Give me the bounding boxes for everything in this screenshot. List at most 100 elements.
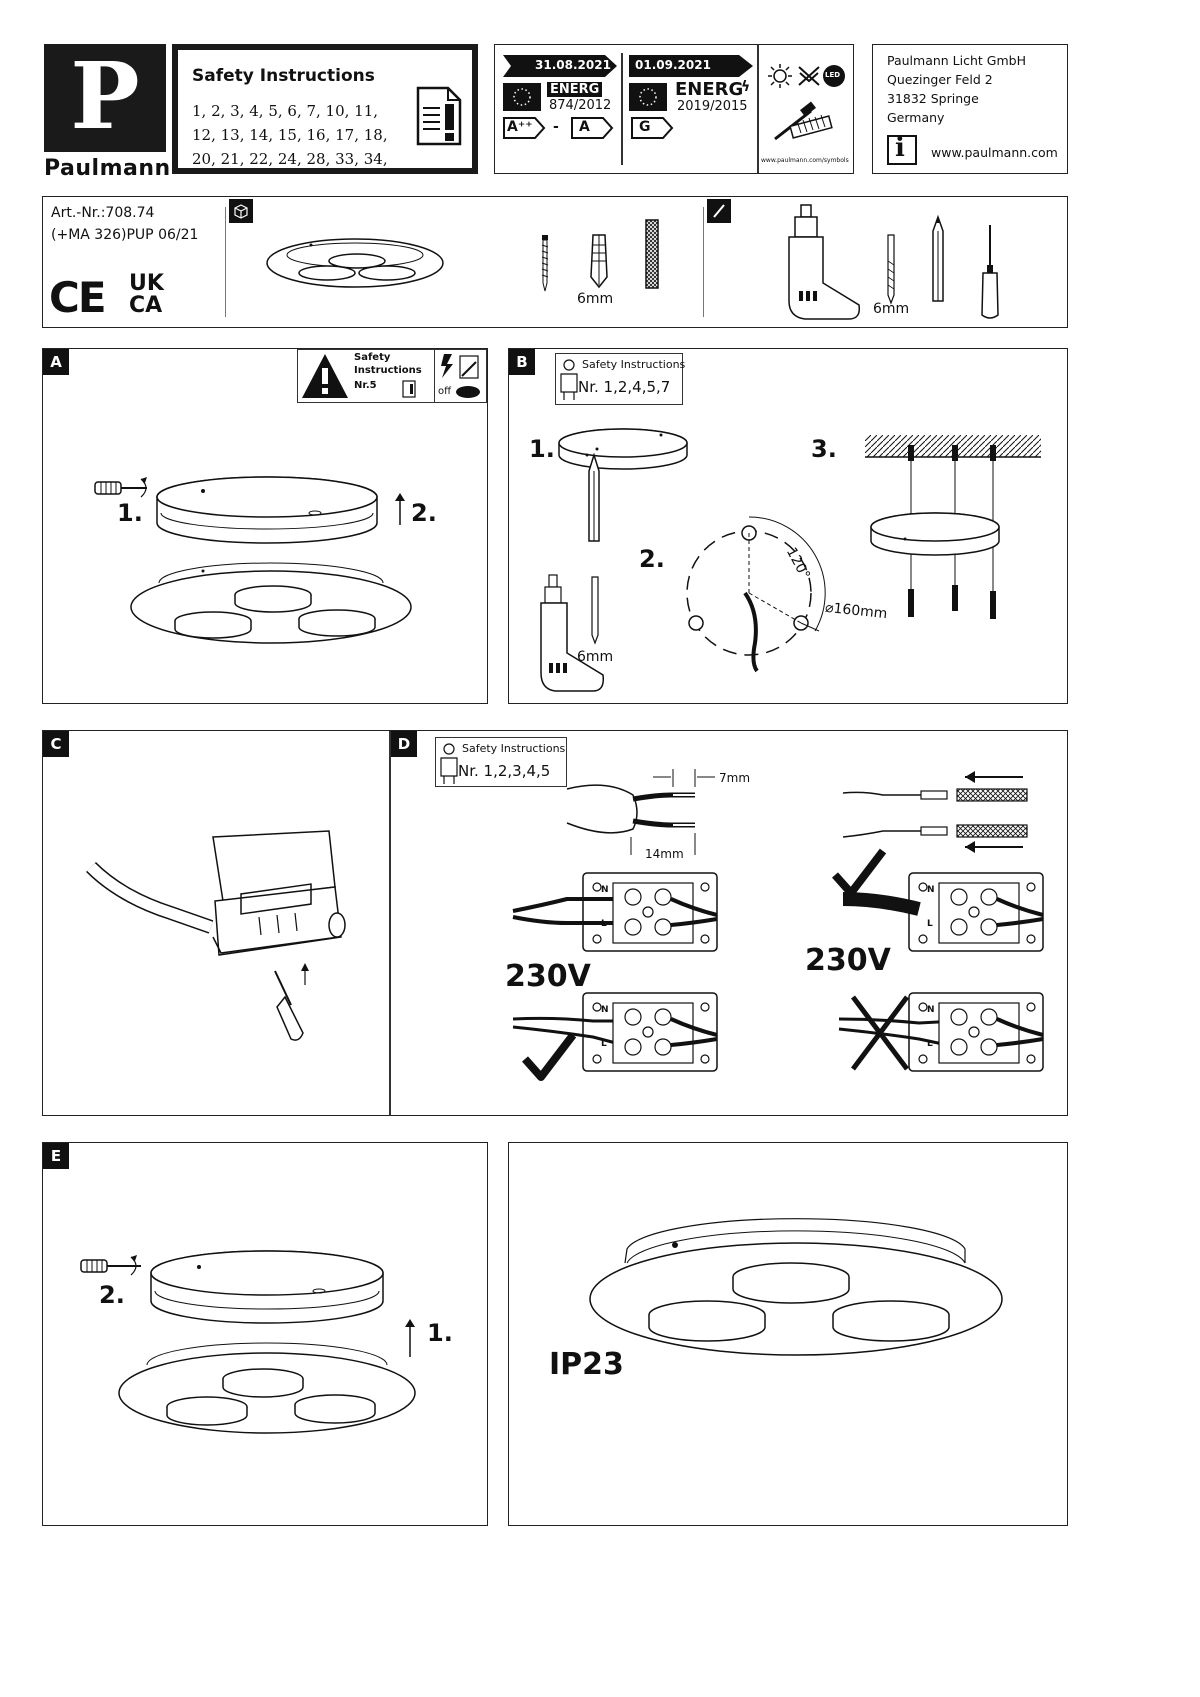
article-number: Art.-Nr.:708.74 bbox=[51, 205, 155, 221]
screwdriver-icon bbox=[80, 1255, 141, 1276]
drill-bit-icon bbox=[887, 234, 895, 305]
lamp-product-illustration bbox=[266, 238, 444, 288]
eu-flag-icon bbox=[503, 83, 541, 111]
step-b-label: B bbox=[509, 349, 535, 375]
drill-bit-icon bbox=[591, 576, 599, 645]
date-old: 31.08.2021 bbox=[535, 58, 611, 72]
cable-strip-diagram bbox=[566, 769, 715, 855]
step-e-label: E bbox=[43, 1143, 69, 1169]
address-line-1: Paulmann Licht GmbH bbox=[887, 53, 1026, 68]
energy-regulation-old: 874/2012 bbox=[549, 98, 612, 113]
step-b-num-3: 3. bbox=[811, 435, 837, 463]
lamp-base-illustration bbox=[118, 1342, 416, 1434]
step-a-num-2: 2. bbox=[411, 499, 437, 527]
class-badge-to bbox=[571, 117, 614, 139]
cross-icon bbox=[851, 995, 909, 1071]
address-line-2: Quezinger Feld 2 bbox=[887, 72, 993, 87]
screwdriver-icon bbox=[94, 477, 147, 498]
step-b-num-1: 1. bbox=[529, 435, 555, 463]
mounting-ring-mark-illustration bbox=[558, 428, 688, 470]
class-dash: - bbox=[553, 119, 559, 135]
checkmark-icon bbox=[522, 1032, 577, 1081]
safety-instructions-line-1: 1, 2, 3, 4, 5, 6, 7, 10, 11, bbox=[192, 102, 379, 120]
terminal-n-label: N bbox=[601, 885, 609, 895]
power-drill-icon bbox=[540, 574, 605, 692]
safety-instructions-line-3: 20, 21, 22, 24, 28, 33, 34, bbox=[192, 150, 388, 168]
date-arrow-old bbox=[503, 55, 617, 77]
address-panel: Paulmann Licht GmbH Quezinger Feld 2 318… bbox=[872, 44, 1068, 174]
step-b-panel: B Safety Instructions Nr. 1,2,4,5,7 1. 2… bbox=[508, 348, 1068, 704]
cover-ring-illustration bbox=[156, 476, 378, 544]
section-divider bbox=[703, 207, 704, 317]
address-line-3: 31832 Springe bbox=[887, 91, 979, 106]
screw-icon bbox=[541, 235, 549, 292]
date-arrow-new bbox=[629, 55, 753, 77]
ferrule-wires-diagram bbox=[842, 771, 1028, 853]
terminal-l-label: L bbox=[927, 1039, 933, 1049]
no-dimmer-icon bbox=[798, 66, 820, 86]
pencil-icon bbox=[932, 214, 944, 302]
step-d-safety-box: Safety Instructions Nr. 1,2,3,4,5 bbox=[435, 737, 567, 787]
terminal-block-left-top bbox=[512, 872, 718, 952]
step-a-label: A bbox=[43, 349, 69, 375]
ukca-mark-bottom: CA bbox=[129, 293, 163, 318]
ip-rating: IP23 bbox=[549, 1347, 624, 1382]
adhesive-tape-icon bbox=[645, 219, 659, 289]
energy-regulation-new: 2019/2015 bbox=[677, 99, 748, 114]
ukca-mark-top: UK bbox=[129, 271, 164, 296]
class-to: A bbox=[579, 119, 590, 135]
package-box-glyph bbox=[234, 204, 248, 219]
info-icon bbox=[887, 135, 917, 165]
voltage-label-left: 230V bbox=[505, 959, 591, 994]
terminal-l-label: L bbox=[927, 919, 933, 929]
led-badge-label: LED bbox=[825, 71, 841, 79]
address-line-4: Germany bbox=[887, 110, 945, 125]
cover-ring-illustration bbox=[150, 1250, 384, 1324]
document-warning-icon bbox=[416, 86, 462, 146]
article-row: Art.-Nr.:708.74 (+MA 326)PUP 06/21 CE UK… bbox=[42, 196, 1068, 328]
step-b-safety-title: Safety Instructions bbox=[582, 358, 686, 371]
eu-flag-icon bbox=[629, 83, 667, 111]
led-badge-icon bbox=[823, 65, 845, 87]
class-new: G bbox=[639, 119, 651, 135]
lamp-final-illustration bbox=[589, 1218, 1003, 1356]
strip-length-long: 14mm bbox=[645, 847, 684, 861]
step-c-label: C bbox=[43, 731, 69, 757]
website[interactable]: www.paulmann.com bbox=[931, 145, 1058, 160]
drill-size-label: 6mm bbox=[873, 301, 910, 317]
energy-divider bbox=[621, 53, 623, 165]
terminal-block-right-top bbox=[842, 872, 1044, 952]
step-b-drill-size: 6mm bbox=[577, 649, 614, 665]
info-icon-glyph: i bbox=[895, 133, 905, 163]
screwdriver-icon bbox=[981, 225, 999, 319]
energy-symbols-divider bbox=[757, 45, 759, 173]
step-e-num-2: 2. bbox=[99, 1281, 125, 1309]
power-off-icon bbox=[441, 354, 480, 398]
step-e-num-1: 1. bbox=[427, 1319, 453, 1347]
class-badge-from bbox=[503, 117, 546, 139]
led-sun-icon bbox=[768, 64, 792, 88]
voltage-label-right: 230V bbox=[805, 943, 891, 978]
terminal-l-label: L bbox=[601, 919, 607, 929]
terminal-n-label: N bbox=[927, 885, 935, 895]
person-reading-icon bbox=[560, 359, 578, 400]
step-b-safety-box: Safety Instructions Nr. 1,2,4,5,7 bbox=[555, 353, 686, 405]
final-product-panel: IP23 bbox=[508, 1142, 1068, 1526]
wall-plug-icon bbox=[590, 234, 608, 289]
terminal-l-label: L bbox=[601, 1039, 607, 1049]
terminal-box-illustration bbox=[86, 830, 346, 1041]
step-a-safety-title-1: Safety bbox=[354, 352, 391, 363]
safety-instructions-title: Safety Instructions bbox=[192, 66, 375, 86]
section-divider bbox=[225, 207, 226, 317]
pencil-icon bbox=[588, 452, 600, 542]
terminal-n-label: N bbox=[601, 1005, 609, 1015]
plug-size-label: 6mm bbox=[577, 291, 614, 307]
step-d-safety-title: Safety Instructions bbox=[462, 742, 566, 755]
section-divider bbox=[389, 731, 391, 1115]
screwdriver-plug-icon bbox=[774, 101, 833, 141]
step-a-safety-box: Safety Instructions Nr.5 off bbox=[297, 349, 487, 403]
energy-label-new: ENERG bbox=[675, 79, 744, 100]
brand-logo-letter: P bbox=[70, 42, 140, 150]
warning-triangle-icon bbox=[302, 354, 348, 398]
brand-name: Paulmann bbox=[44, 156, 171, 181]
